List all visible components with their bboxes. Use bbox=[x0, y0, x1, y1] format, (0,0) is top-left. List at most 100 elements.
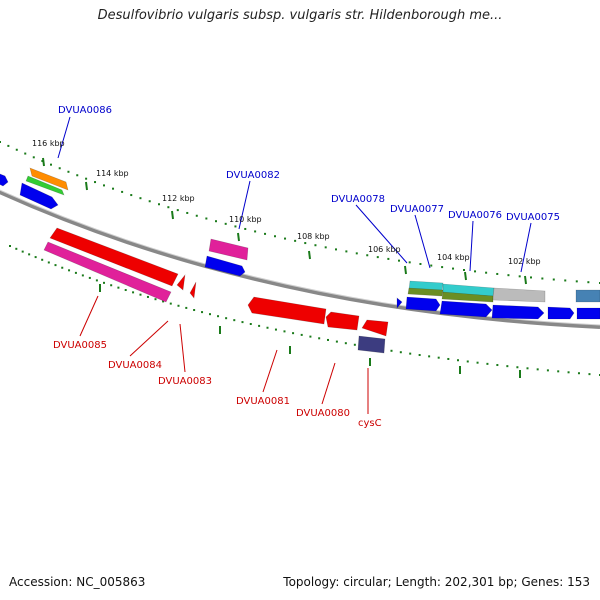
major-tick bbox=[85, 181, 88, 191]
outer-tick-ring bbox=[0, 141, 600, 284]
ring-dot bbox=[7, 144, 10, 147]
ring-dot bbox=[234, 225, 237, 228]
ring-dot bbox=[209, 313, 211, 316]
ring-dot bbox=[366, 254, 369, 257]
label-leader bbox=[414, 214, 431, 269]
ring-dot bbox=[587, 281, 590, 284]
scale-tick-label: 110 kbp bbox=[229, 215, 262, 224]
ring-dot bbox=[47, 261, 50, 264]
ring-dot bbox=[463, 269, 465, 271]
ring-dot bbox=[344, 342, 347, 345]
ring-dot bbox=[588, 373, 591, 376]
gene-label-dvua0083: DVUA0083 bbox=[158, 376, 212, 387]
ring-dot bbox=[9, 245, 11, 247]
ring-dot bbox=[526, 367, 529, 370]
ring-dot bbox=[124, 289, 127, 292]
ring-dot bbox=[121, 190, 124, 193]
ring-dot bbox=[418, 354, 421, 357]
ring-dot bbox=[318, 337, 321, 340]
ring-dot bbox=[284, 237, 287, 240]
label-leader bbox=[262, 349, 278, 393]
ring-dot bbox=[546, 369, 549, 372]
gene-label-dvua0081: DVUA0081 bbox=[236, 396, 290, 407]
ring-dot bbox=[304, 242, 307, 245]
ring-dot bbox=[34, 256, 37, 259]
ring-dot bbox=[466, 360, 469, 363]
gene-label-dvua0085: DVUA0085 bbox=[53, 340, 107, 351]
label-leader bbox=[79, 295, 99, 337]
forward-cds bbox=[204, 255, 246, 277]
ring-dot bbox=[103, 184, 105, 187]
ring-dot bbox=[485, 271, 488, 274]
major-tick bbox=[404, 265, 407, 275]
scale-tick-label: 104 kbp bbox=[437, 253, 470, 262]
label-leader bbox=[129, 320, 169, 357]
ring-dot bbox=[241, 321, 244, 324]
ring-dot bbox=[195, 214, 198, 217]
gene-label-dvua0082: DVUA0082 bbox=[226, 170, 280, 181]
ring-dot bbox=[110, 284, 113, 287]
ring-dot bbox=[103, 281, 105, 284]
ring-dot bbox=[193, 309, 196, 312]
ring-dot bbox=[507, 274, 510, 277]
ring-dot bbox=[28, 253, 31, 256]
ring-dot bbox=[217, 315, 220, 318]
ring-dot bbox=[496, 272, 499, 275]
ring-dot bbox=[294, 239, 297, 242]
ring-dot bbox=[224, 222, 227, 225]
forward-cds bbox=[208, 238, 249, 261]
label-leader bbox=[238, 180, 251, 230]
map-title: Desulfovibrio vulgaris subsp. vulgaris s… bbox=[97, 8, 503, 23]
ring-dot bbox=[398, 259, 400, 262]
ring-dot bbox=[185, 306, 188, 309]
reverse-cds bbox=[357, 335, 386, 354]
scale-tick-label: 106 kbp bbox=[368, 245, 401, 254]
ring-dot bbox=[399, 351, 402, 354]
ring-dot bbox=[564, 279, 567, 282]
ring-dot bbox=[132, 291, 135, 294]
ring-dot bbox=[274, 328, 277, 331]
feature-tracks bbox=[0, 167, 600, 354]
ring-dot bbox=[387, 257, 390, 260]
ring-dot bbox=[575, 280, 578, 283]
ring-dot bbox=[186, 211, 189, 214]
ring-dot bbox=[21, 250, 24, 253]
ring-dot bbox=[486, 362, 489, 365]
gene-label-dvua0076: DVUA0076 bbox=[448, 210, 502, 221]
ring-dot bbox=[430, 264, 433, 267]
ring-dot bbox=[117, 286, 120, 289]
forward-cds bbox=[19, 182, 59, 210]
ring-dot bbox=[139, 293, 142, 296]
feature-labels: DVUA0086DVUA0082DVUA0078DVUA0077DVUA0076… bbox=[53, 105, 560, 429]
genome-summary-text: Topology: circular; Length: 202,301 bp; … bbox=[283, 575, 590, 589]
ring-dot bbox=[74, 271, 77, 274]
ring-dot bbox=[146, 295, 149, 298]
ring-dot bbox=[474, 270, 477, 273]
ring-dot bbox=[68, 269, 71, 272]
ring-dot bbox=[32, 156, 35, 159]
ring-dot bbox=[61, 266, 64, 269]
ring-dot bbox=[409, 352, 412, 355]
ring-dot bbox=[81, 274, 84, 277]
ring-dot bbox=[67, 170, 70, 173]
ring-dot bbox=[15, 148, 18, 151]
label-leader bbox=[57, 116, 71, 159]
ring-dot bbox=[24, 152, 27, 155]
ring-dot bbox=[476, 361, 479, 364]
ring-dot bbox=[41, 258, 44, 261]
ring-dot bbox=[530, 276, 532, 279]
gene-label-dvua0080: DVUA0080 bbox=[296, 408, 350, 419]
ring-dot bbox=[457, 359, 459, 362]
reverse-cds bbox=[189, 281, 197, 299]
ring-dot bbox=[314, 244, 317, 247]
forward-cds bbox=[396, 297, 403, 309]
forward-cds bbox=[407, 287, 444, 297]
forward-cds bbox=[29, 167, 69, 191]
forward-cds bbox=[441, 291, 494, 303]
ring-dot bbox=[41, 160, 44, 163]
ring-dot bbox=[50, 163, 52, 166]
label-leader bbox=[355, 204, 408, 264]
ring-dot bbox=[541, 277, 544, 280]
